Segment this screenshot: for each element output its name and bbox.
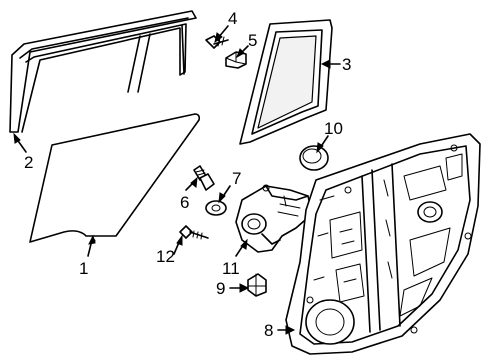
quarter-glass	[239, 19, 333, 145]
callout-1: 1	[79, 259, 88, 278]
callout-12: 12	[156, 247, 175, 266]
clip-5	[225, 51, 247, 69]
washer-7	[205, 200, 227, 216]
callout-labels: 1 2 3 4 5 6 7 8 9 10 11 12	[24, 9, 351, 340]
callout-9: 9	[216, 279, 225, 298]
callout-7: 7	[232, 169, 241, 188]
callout-11: 11	[222, 259, 240, 278]
door-glass	[29, 113, 201, 244]
plug-10	[299, 145, 329, 171]
leader-lines	[13, 25, 341, 335]
callout-6: 6	[180, 193, 189, 212]
bolt-12	[179, 225, 209, 240]
callout-3: 3	[342, 55, 351, 74]
callout-2: 2	[24, 153, 33, 172]
regulator-motor	[235, 184, 313, 253]
callout-4: 4	[228, 9, 237, 28]
callout-8: 8	[264, 321, 273, 340]
glass-run-channel	[9, 10, 197, 133]
door-module-carrier	[285, 133, 481, 355]
bolt-6	[193, 165, 215, 191]
callout-5: 5	[248, 31, 257, 50]
fastener-9	[247, 273, 267, 297]
callout-10: 10	[324, 119, 343, 138]
